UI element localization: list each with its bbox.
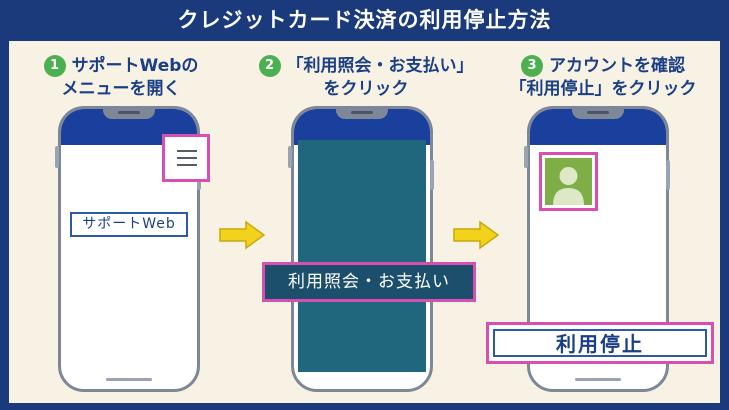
arrow-right-icon [453, 220, 500, 250]
phone-1-volume-button [55, 146, 59, 168]
usage-stop-label: 利用停止 [493, 329, 707, 357]
phone-2-menu-screen [298, 140, 426, 372]
phone-2-volume-button [288, 146, 292, 168]
phone-3-speaker [587, 111, 609, 114]
phone-1 [58, 106, 200, 392]
support-web-button[interactable]: サポートWeb [70, 212, 188, 237]
step-3-line2: 「利用停止」をクリック [509, 79, 697, 99]
menu-button[interactable] [162, 134, 210, 182]
phone-2-power-button [430, 160, 434, 190]
user-avatar-icon [545, 158, 592, 205]
step-1-line1: サポートWebの [71, 56, 199, 76]
step-3-heading: 3 アカウントを確認 「利用停止」をクリック [487, 55, 719, 101]
usage-inquiry-payment-button[interactable]: 利用照会・お支払い [262, 262, 476, 302]
phone-1-home-bar [106, 378, 152, 381]
phone-3-notch [572, 109, 624, 119]
arrow-right-icon [219, 220, 266, 250]
phone-3-home-bar [575, 378, 621, 381]
phone-2-speaker [351, 111, 373, 114]
step-2-badge: 2 [258, 55, 281, 77]
step-3-badge: 3 [521, 55, 543, 77]
page-title: クレジットカード決済の利用停止方法 [177, 8, 552, 32]
phone-2-notch [336, 109, 388, 119]
step-3-line1: アカウントを確認 [549, 56, 685, 76]
phone-1-speaker [118, 111, 140, 114]
step-1-badge: 1 [43, 55, 66, 77]
step-2-heading: 2「利用照会・お支払い」 をクリック [248, 55, 484, 101]
step-2-line1: 「利用照会・お支払い」 [286, 56, 474, 76]
step-1-line2: メニューを開く [61, 79, 181, 99]
phone-1-notch [103, 109, 155, 119]
account-avatar[interactable] [539, 152, 598, 211]
usage-stop-button[interactable]: 利用停止 [486, 322, 714, 364]
phone-3-power-button [666, 160, 670, 190]
step-2-line2: をクリック [323, 79, 409, 99]
phone-3-volume-button [524, 146, 528, 168]
hamburger-menu-icon [177, 150, 197, 166]
